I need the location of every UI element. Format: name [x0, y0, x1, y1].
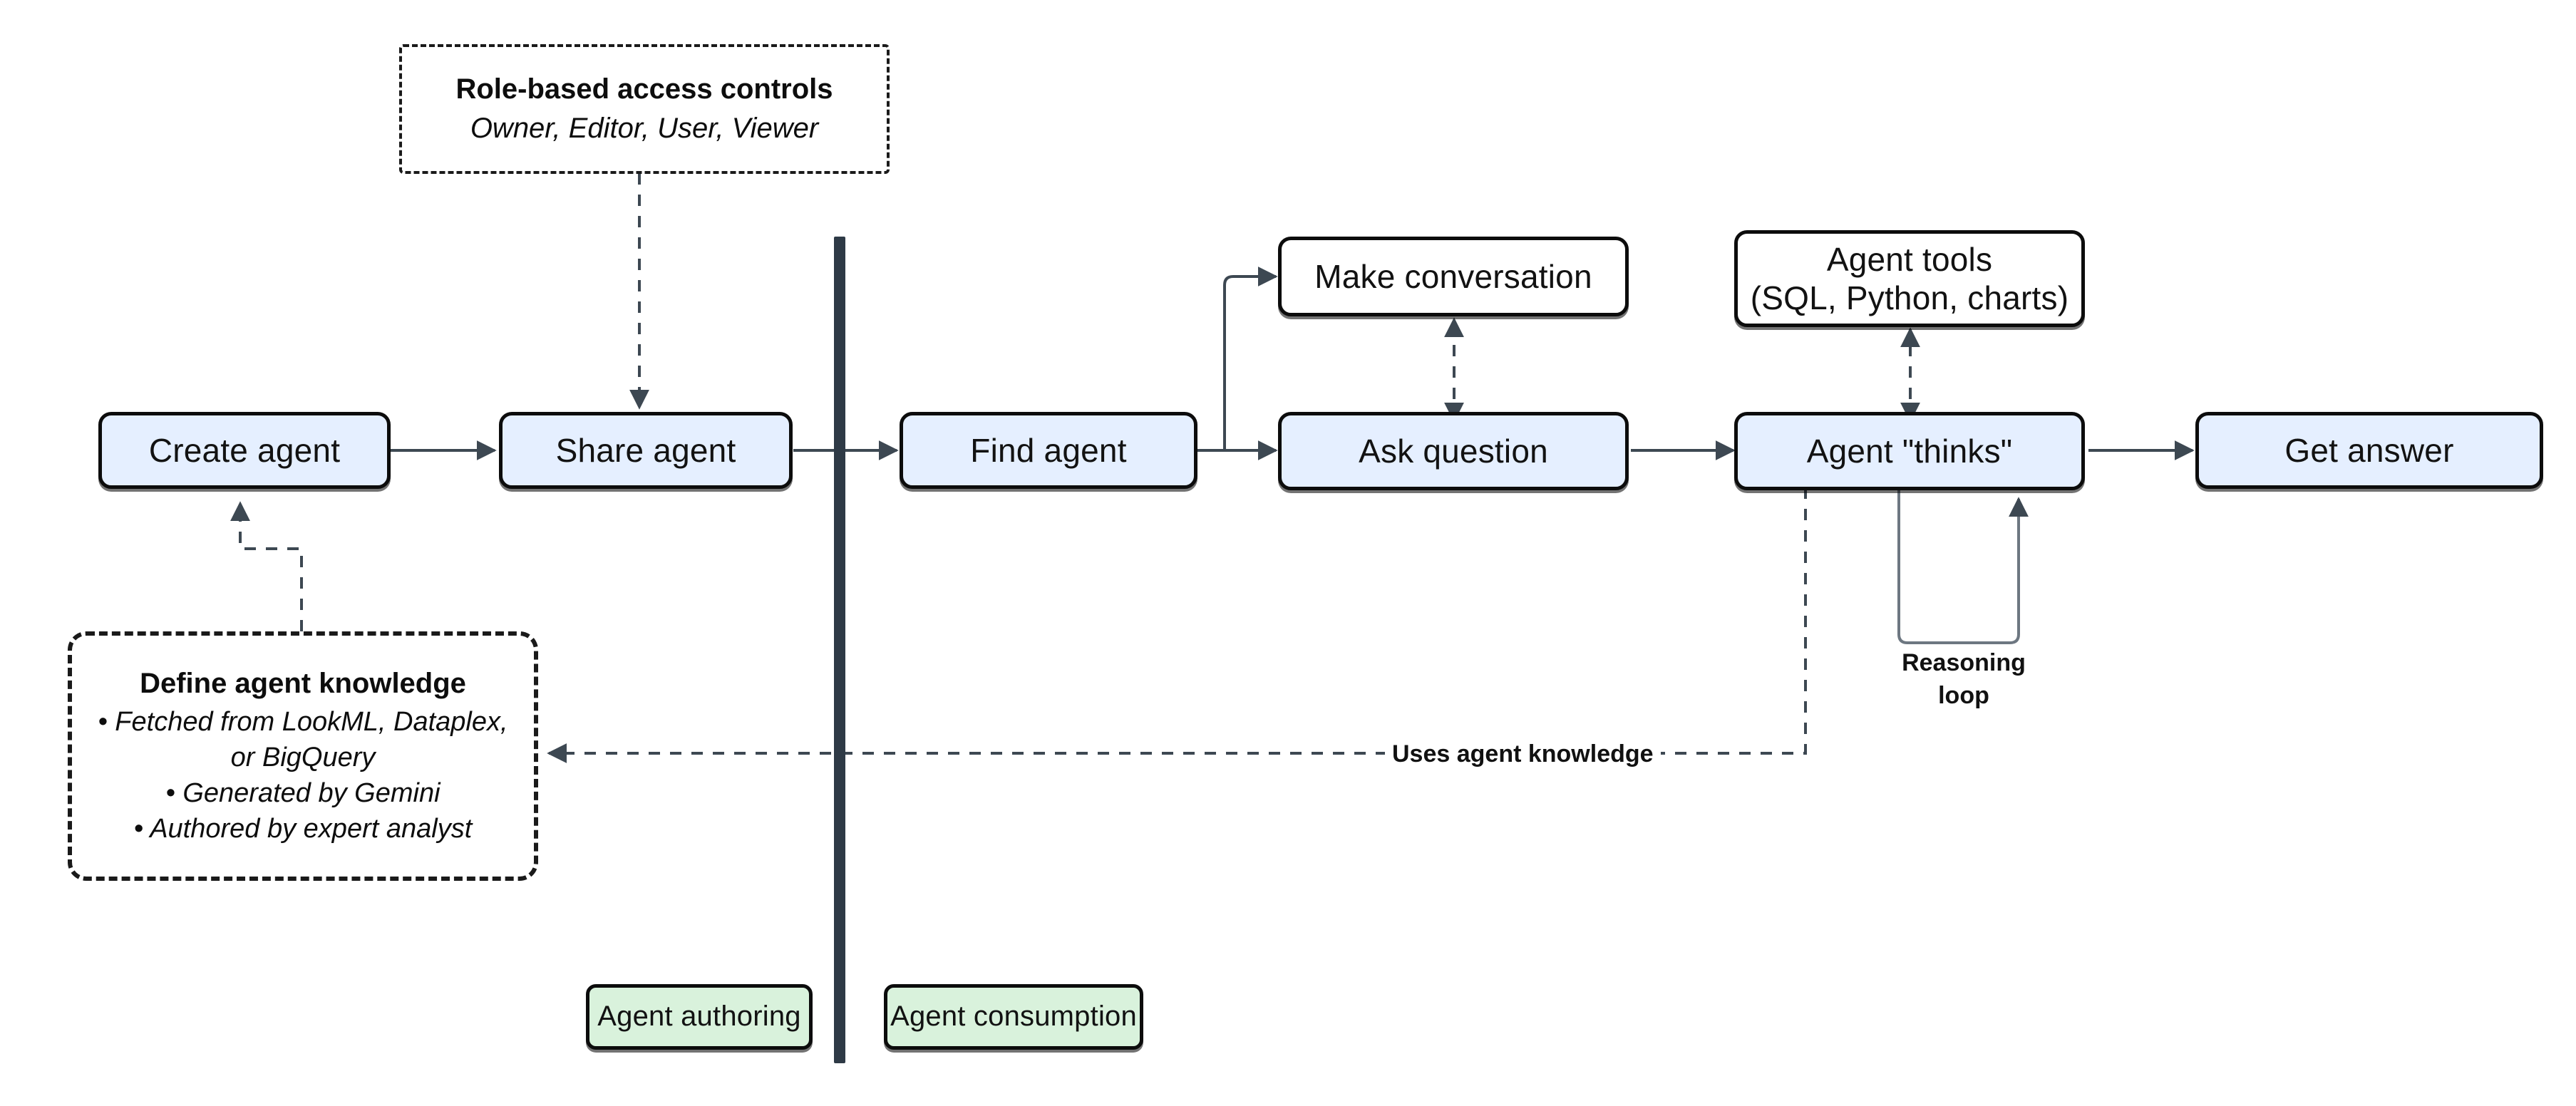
uses-agent-knowledge-text: Uses agent knowledge	[1392, 740, 1654, 768]
knowledge-item-3: • Authored by expert analyst	[133, 814, 473, 844]
node-agent-tools-line1: Agent tools	[1826, 240, 1993, 278]
authoring-consumption-divider	[834, 237, 845, 1063]
rbac-subtitle: Owner, Editor, User, Viewer	[470, 113, 819, 144]
legend-agent-consumption[interactable]: Agent consumption	[884, 984, 1143, 1050]
node-agent-tools[interactable]: Agent tools (SQL, Python, charts)	[1734, 230, 2085, 327]
node-agent-thinks[interactable]: Agent "thinks"	[1734, 412, 2085, 490]
knowledge-item-0: • Fetched from LookML, Dataplex,	[98, 706, 508, 737]
knowledge-item-2: • Generated by Gemini	[165, 778, 441, 808]
rbac-title: Role-based access controls	[455, 73, 833, 105]
node-ask-question[interactable]: Ask question	[1278, 412, 1629, 490]
node-find-agent-label: Find agent	[970, 431, 1127, 469]
node-make-conversation[interactable]: Make conversation	[1278, 237, 1629, 316]
legend-agent-consumption-label: Agent consumption	[890, 1001, 1137, 1033]
node-create-agent[interactable]: Create agent	[98, 412, 391, 489]
legend-agent-authoring[interactable]: Agent authoring	[586, 984, 813, 1050]
connector-find-to-make-conversation	[1223, 267, 1278, 450]
connector-reasoning-loop	[1897, 487, 2029, 644]
node-share-agent-label: Share agent	[555, 431, 736, 469]
node-agent-tools-line2: (SQL, Python, charts)	[1750, 279, 2069, 316]
define-agent-knowledge-note: Define agent knowledge • Fetched from Lo…	[68, 631, 538, 881]
reasoning-loop-line2: loop	[1938, 681, 1989, 709]
node-agent-thinks-label: Agent "thinks"	[1806, 432, 2013, 470]
uses-agent-knowledge-label: Uses agent knowledge	[1385, 738, 1661, 771]
reasoning-loop-line1: Reasoning	[1902, 649, 2026, 676]
node-share-agent[interactable]: Share agent	[499, 412, 793, 489]
knowledge-title: Define agent knowledge	[140, 667, 466, 699]
node-get-answer[interactable]: Get answer	[2195, 412, 2543, 489]
connector-knowledge-to-create	[230, 501, 303, 631]
knowledge-item-1: or BigQuery	[230, 742, 376, 772]
node-ask-question-label: Ask question	[1359, 432, 1548, 470]
node-get-answer-label: Get answer	[2284, 431, 2454, 469]
node-create-agent-label: Create agent	[148, 431, 341, 469]
role-based-access-controls-note: Role-based access controls Owner, Editor…	[399, 44, 890, 174]
legend-agent-authoring-label: Agent authoring	[597, 1001, 801, 1033]
node-make-conversation-label: Make conversation	[1314, 257, 1592, 295]
reasoning-loop-label: Reasoning loop	[1896, 647, 2031, 713]
node-find-agent[interactable]: Find agent	[900, 412, 1197, 489]
connector-uses-agent-knowledge	[547, 487, 1807, 763]
